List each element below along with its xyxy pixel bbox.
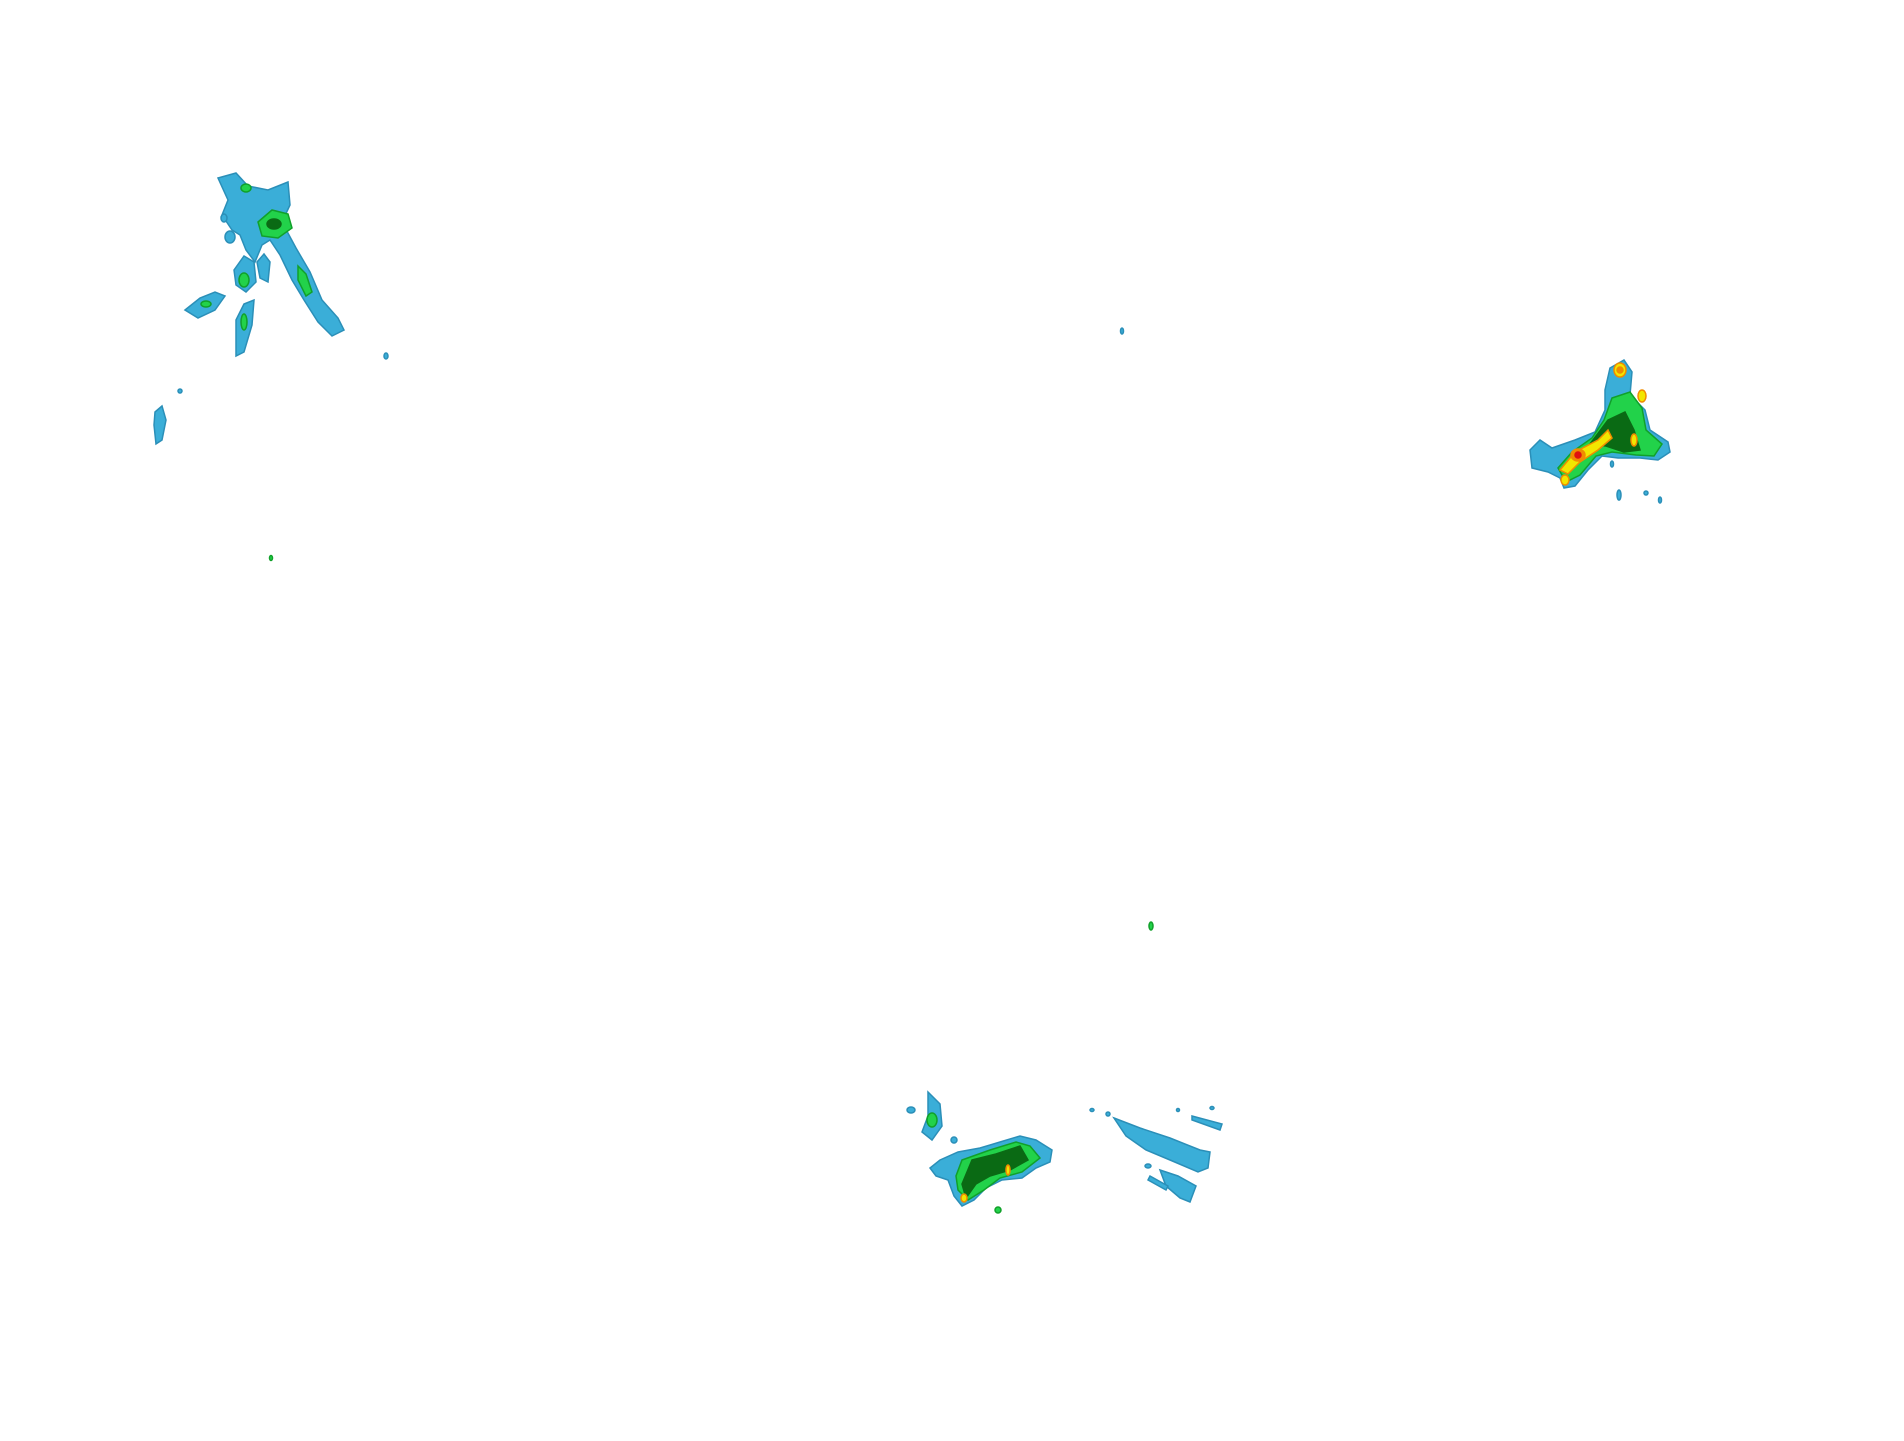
echo-streak (1147, 1174, 1169, 1192)
echo-cluster-east (1529, 359, 1671, 504)
echo-light (256, 252, 271, 284)
echo-light (220, 213, 228, 223)
echo-moderate (240, 313, 248, 331)
echo-intense (1560, 474, 1570, 486)
echo-intense (1558, 428, 1613, 475)
echo-light (1643, 490, 1649, 496)
echo-light (1616, 489, 1622, 501)
echo-light (216, 172, 346, 337)
echo-intense (960, 1193, 968, 1203)
echo-cluster-northwest (153, 172, 389, 562)
echo-streak (1089, 1107, 1095, 1113)
echo-intense (1005, 1164, 1011, 1176)
echo-intense (1616, 366, 1624, 374)
echo-heavy (266, 218, 282, 230)
echo-streak (1112, 1116, 1211, 1173)
echo-streak (1175, 1107, 1181, 1113)
echo-light (906, 1106, 916, 1114)
echo-light (1529, 359, 1671, 489)
echo-light (1657, 496, 1663, 504)
echo-light (1609, 460, 1615, 468)
echo-light (224, 230, 236, 244)
echo-intense (1630, 433, 1638, 447)
echo-cluster-south (906, 1090, 1053, 1214)
echo-streaks-southeast (1089, 1105, 1223, 1203)
echo-streak (1105, 1111, 1111, 1117)
echo-light (177, 388, 183, 394)
echo-intense (1574, 451, 1582, 459)
echo-intense (1637, 389, 1647, 403)
echo-moderate (297, 264, 313, 298)
echo-moderate (238, 272, 250, 288)
echo-moderate (926, 1112, 938, 1128)
echo-light (383, 352, 389, 360)
echo-heavy (961, 1145, 1030, 1200)
echo-speck (1148, 921, 1154, 931)
echo-speck (1119, 327, 1125, 335)
echo-moderate (240, 183, 252, 193)
echo-streak (1191, 1115, 1223, 1131)
echo-moderate (200, 300, 212, 308)
echo-streak (1144, 1163, 1152, 1169)
echo-moderate (268, 554, 274, 562)
echo-streak (1209, 1105, 1215, 1111)
echo-moderate (994, 1206, 1002, 1214)
echo-light (950, 1136, 958, 1144)
echo-light (153, 404, 167, 446)
